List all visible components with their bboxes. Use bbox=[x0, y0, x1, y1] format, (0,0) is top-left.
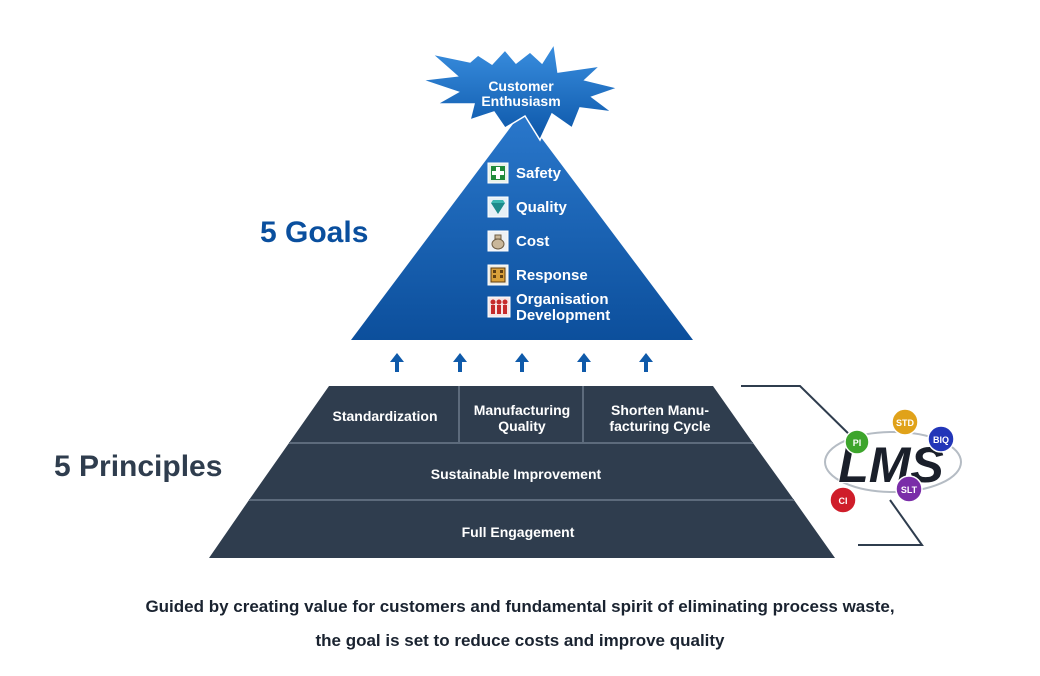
customer-enthusiasm-star bbox=[421, 41, 621, 142]
up-arrow-icon bbox=[515, 353, 529, 372]
svg-text:BIQ: BIQ bbox=[933, 435, 949, 445]
principle-sustainable-improvement: Sustainable Improvement bbox=[431, 466, 602, 482]
lms-logo: LMS STD BIQ SLT CI PI bbox=[824, 408, 962, 514]
principle-standardization: Standardization bbox=[332, 408, 437, 424]
goal-response-label: Response bbox=[516, 267, 588, 284]
apex-line1: Customer bbox=[488, 78, 554, 94]
caption-line2: the goal is set to reduce costs and impr… bbox=[315, 631, 725, 650]
lms-badge-ci: CI bbox=[829, 486, 857, 514]
lms-badge-slt: SLT bbox=[895, 475, 923, 503]
principle-smc-line2: facturing Cycle bbox=[609, 418, 710, 434]
svg-text:PI: PI bbox=[853, 438, 862, 448]
principles-middle-tier bbox=[249, 443, 794, 500]
goal-cost-label: Cost bbox=[516, 233, 549, 250]
principle-full-engagement: Full Engagement bbox=[462, 524, 575, 540]
up-arrow-icon bbox=[577, 353, 591, 372]
up-arrows bbox=[390, 353, 653, 372]
safety-cross-icon bbox=[487, 162, 509, 184]
up-arrow-icon bbox=[639, 353, 653, 372]
response-building-icon bbox=[487, 264, 509, 286]
lms-badge-biq: BIQ bbox=[927, 425, 955, 453]
lms-badge-pi: PI bbox=[844, 429, 870, 455]
goal-organisation-label: Organisation bbox=[516, 291, 609, 308]
principles-top-tier bbox=[289, 386, 753, 443]
principle-mq-line1: Manufacturing bbox=[474, 402, 570, 418]
goal-development-label: Development bbox=[516, 307, 610, 324]
cost-moneybag-icon bbox=[487, 230, 509, 252]
goal-safety-label: Safety bbox=[516, 165, 562, 182]
principle-mq-line2: Quality bbox=[498, 418, 546, 434]
quality-gem-icon bbox=[487, 196, 509, 218]
lms-logo-text: LMS bbox=[838, 437, 944, 493]
principle-smc-line1: Shorten Manu- bbox=[611, 402, 709, 418]
lms-bracket bbox=[741, 385, 924, 546]
apex-line2: Enthusiasm bbox=[481, 93, 560, 109]
svg-text:CI: CI bbox=[839, 496, 848, 506]
caption-line1: Guided by creating value for customers a… bbox=[145, 597, 895, 616]
lms-badge-std: STD bbox=[891, 408, 919, 436]
organisation-people-icon bbox=[487, 296, 511, 318]
up-arrow-icon bbox=[453, 353, 467, 372]
principles-bottom-tier bbox=[209, 500, 835, 558]
svg-text:SLT: SLT bbox=[901, 485, 918, 495]
goals-title: 5 Goals bbox=[260, 216, 369, 249]
goal-quality-label: Quality bbox=[516, 199, 568, 216]
svg-text:STD: STD bbox=[896, 418, 915, 428]
principles-title: 5 Principles bbox=[54, 450, 223, 483]
goals-triangle bbox=[351, 112, 693, 340]
up-arrow-icon bbox=[390, 353, 404, 372]
